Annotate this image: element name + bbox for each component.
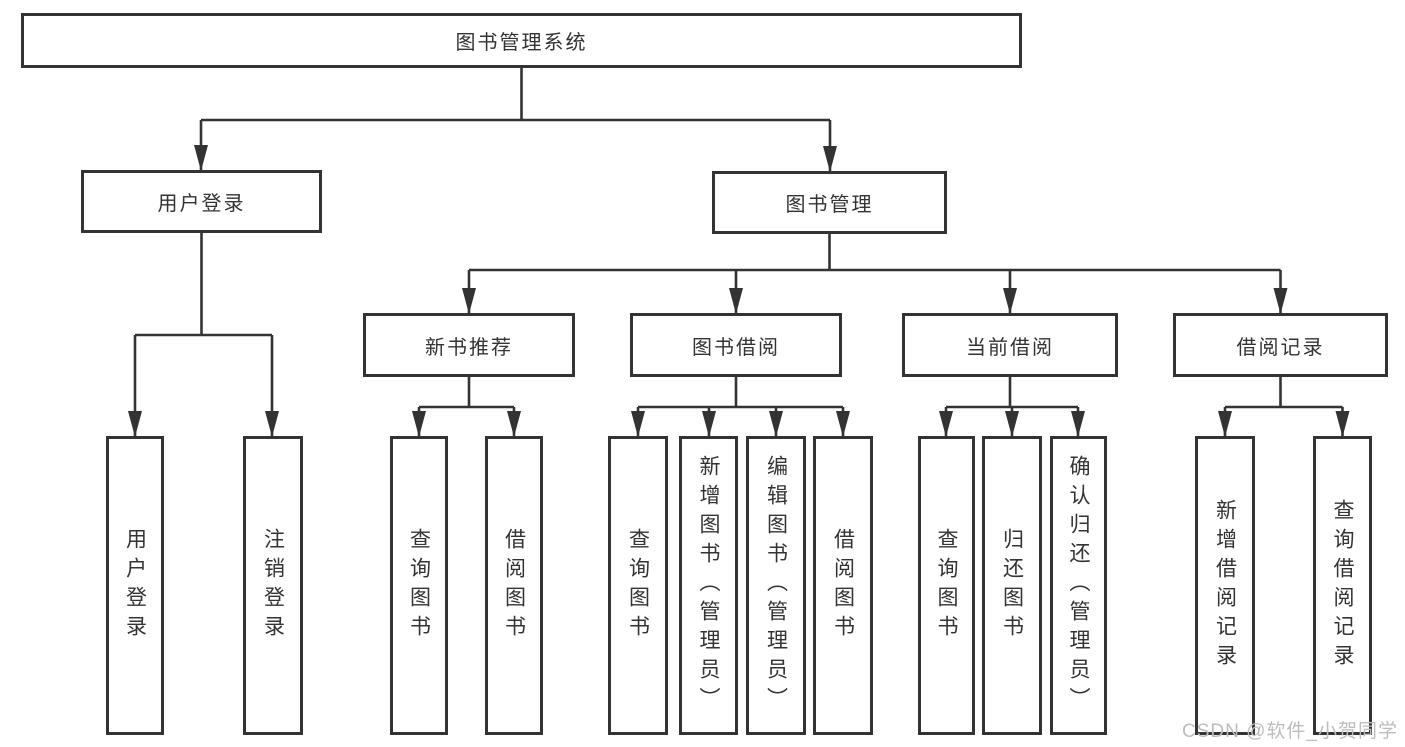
node-label: 图书管理系统 bbox=[455, 32, 588, 54]
connector-new-book-recommendation-leaves bbox=[412, 377, 521, 437]
leaf-edit-book-admin: 编辑图书（管理员） bbox=[746, 436, 806, 735]
leaf-label: 查询图书 bbox=[935, 527, 958, 644]
leaf-borrow-books-borrowing: 借阅图书 bbox=[813, 436, 873, 735]
leaf-label: 用户登录 bbox=[123, 527, 147, 644]
node-current-borrowing: 当前借阅 bbox=[902, 313, 1118, 377]
connector-borrowing-records-leaves bbox=[1218, 377, 1350, 437]
node-label: 当前借阅 bbox=[966, 336, 1054, 359]
connector-user-login-to-leaves bbox=[128, 233, 279, 437]
leaf-return-book: 归还图书 bbox=[982, 436, 1042, 735]
node-label: 新书推荐 bbox=[425, 336, 513, 359]
node-book-borrowing: 图书借阅 bbox=[630, 313, 842, 377]
node-new-book-recommendation: 新书推荐 bbox=[363, 313, 575, 377]
connector-book-borrowing-leaves bbox=[631, 377, 850, 437]
leaf-query-books-recommend: 查询图书 bbox=[390, 436, 448, 735]
leaf-label: 查询借阅记录 bbox=[1331, 498, 1354, 673]
leaf-label: 查询图书 bbox=[407, 527, 431, 644]
leaf-user-login: 用户登录 bbox=[106, 436, 164, 735]
node-book-management: 图书管理 bbox=[712, 171, 947, 234]
leaf-label: 注销登录 bbox=[261, 527, 285, 644]
leaf-label: 确认归还（管理员） bbox=[1067, 455, 1090, 716]
leaf-borrow-books-recommend: 借阅图书 bbox=[485, 436, 543, 735]
node-label: 图书借阅 bbox=[692, 336, 780, 359]
leaf-add-book-admin: 新增图书（管理员） bbox=[679, 436, 738, 735]
node-user-login: 用户登录 bbox=[81, 170, 322, 233]
leaf-add-borrow-record: 新增借阅记录 bbox=[1195, 436, 1255, 735]
leaf-label: 借阅图书 bbox=[831, 527, 855, 644]
node-label: 借阅记录 bbox=[1236, 336, 1325, 359]
node-library-management-system: 图书管理系统 bbox=[21, 13, 1022, 68]
leaf-label: 查询图书 bbox=[626, 527, 650, 644]
connector-root-to-level2 bbox=[194, 68, 837, 172]
connector-book-management-to-level3 bbox=[462, 234, 1288, 314]
leaf-logout: 注销登录 bbox=[243, 436, 303, 735]
leaf-label: 编辑图书（管理员） bbox=[764, 455, 788, 716]
leaf-query-books-current: 查询图书 bbox=[918, 436, 975, 735]
leaf-label: 新增借阅记录 bbox=[1213, 498, 1237, 673]
leaf-query-books-borrowing: 查询图书 bbox=[608, 436, 668, 735]
node-label: 用户登录 bbox=[157, 193, 246, 215]
node-borrowing-records: 借阅记录 bbox=[1173, 313, 1388, 377]
node-label: 图书管理 bbox=[785, 194, 874, 216]
leaf-label: 借阅图书 bbox=[502, 527, 526, 644]
connector-current-borrowing-leaves bbox=[939, 377, 1085, 437]
leaf-query-borrow-record: 查询借阅记录 bbox=[1313, 436, 1372, 735]
leaf-confirm-return-admin: 确认归还（管理员） bbox=[1050, 436, 1107, 735]
leaf-label: 新增图书（管理员） bbox=[697, 455, 720, 716]
leaf-label: 归还图书 bbox=[1000, 527, 1024, 644]
csdn-watermark: CSDN @软件_小贺同学 bbox=[1182, 721, 1398, 742]
